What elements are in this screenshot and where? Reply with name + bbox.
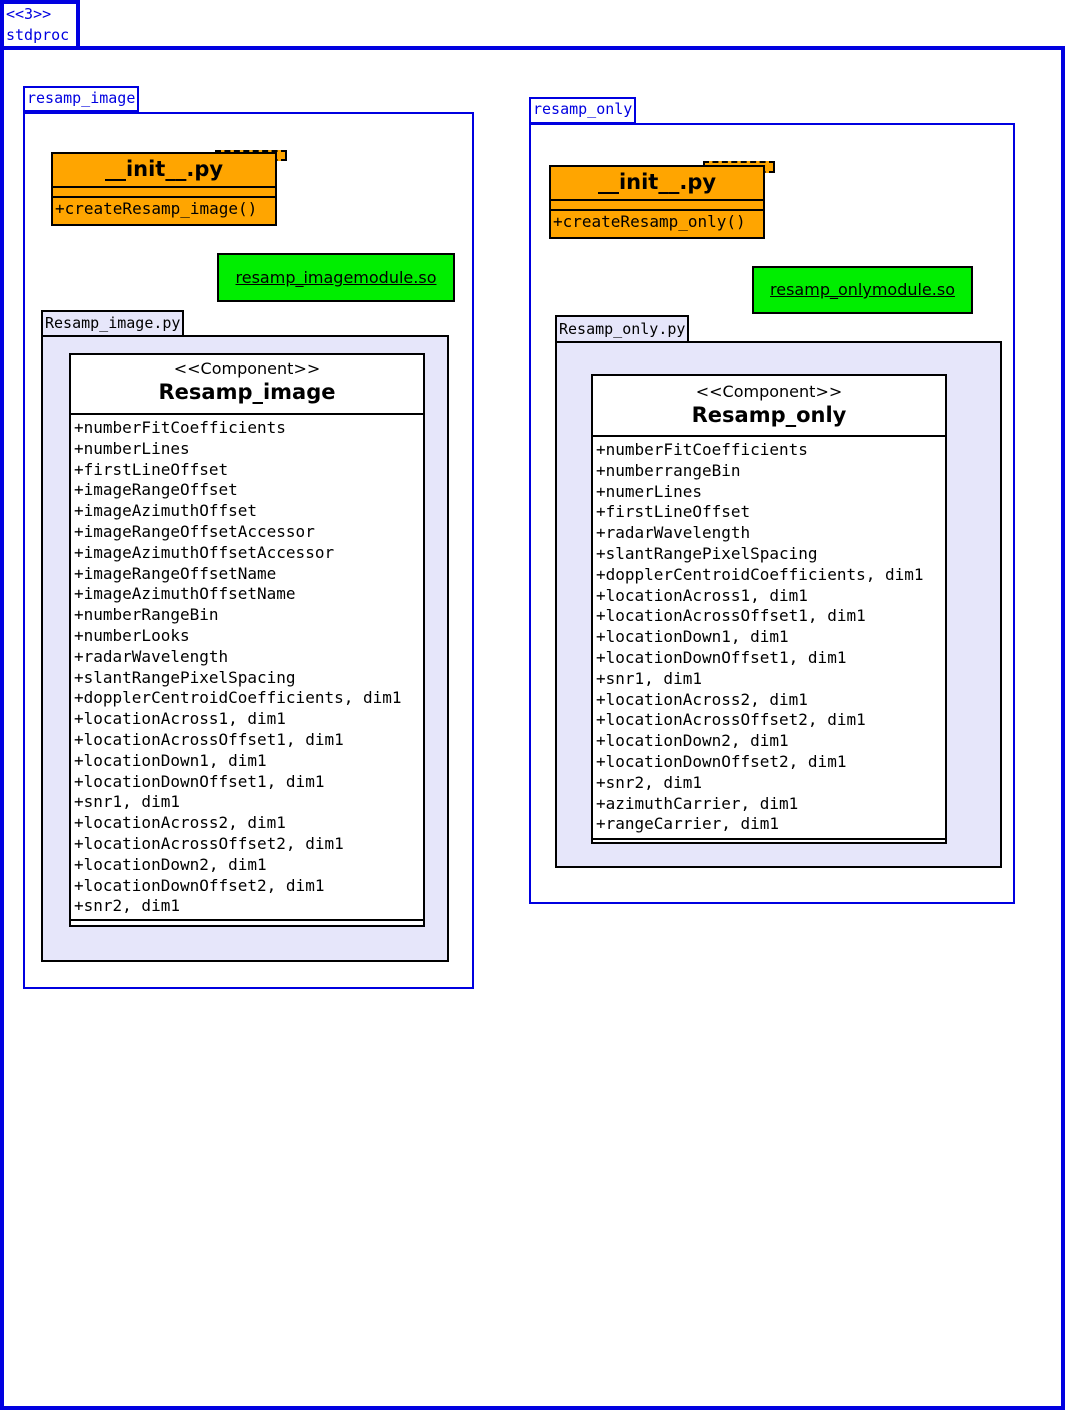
attribute: +locationDown2, dim1 (596, 731, 789, 751)
init-module-operation: +createResamp_image() (55, 199, 258, 218)
init-module-attributes (551, 201, 763, 211)
attribute: +locationAcrossOffset2, dim1 (596, 710, 866, 730)
component-resamp-only: <<Component>> Resamp_only +numberFitCoef… (591, 374, 947, 844)
attribute: +radarWavelength (596, 523, 751, 543)
attribute: +numberRangeBin (74, 605, 219, 625)
attribute: +locationAcross1, dim1 (596, 585, 808, 605)
attribute: +slantRangePixelSpacing (596, 543, 818, 563)
component-operations (71, 919, 423, 930)
component-operations (593, 838, 945, 849)
package-tab-resamp-image: resamp_image (23, 86, 140, 112)
attribute: +firstLineOffset (596, 502, 751, 522)
attribute: +firstLineOffset (74, 459, 229, 479)
attribute: +locationAcrossOffset2, dim1 (74, 833, 344, 853)
attribute: +numberLines (74, 438, 190, 458)
attribute: +locationAcrossOffset1, dim1 (596, 606, 866, 626)
attribute: +imageAzimuthOffsetName (74, 584, 296, 604)
attribute: +numberFitCoefficients (596, 440, 808, 459)
init-module-resamp-only: __init__.py +createResamp_only() (549, 165, 765, 239)
attribute: +rangeCarrier, dim1 (596, 814, 780, 834)
component-stereotype: <<Component>> (695, 382, 843, 401)
attribute: +imageRangeOffsetName (74, 563, 277, 583)
attribute: +numberrangeBin (596, 460, 741, 480)
attribute: +snr1, dim1 (74, 792, 180, 812)
init-module-title: __init__.py (53, 154, 275, 188)
outer-package-name: stdproc (6, 26, 70, 44)
so-library-resamp-only: resamp_onlymodule.so (752, 266, 973, 314)
attribute: +radarWavelength (74, 646, 229, 666)
attribute: +locationDown1, dim1 (74, 750, 267, 770)
outer-package-stereotype: <<3>> (6, 5, 52, 23)
init-module-resamp-image: __init__.py +createResamp_image() (51, 152, 277, 226)
attribute: +snr2, dim1 (74, 896, 180, 916)
attribute: +azimuthCarrier, dim1 (596, 793, 799, 813)
component-name: Resamp_only (691, 403, 847, 427)
attribute: +snr2, dim1 (596, 772, 702, 792)
outer-package-tab: <<3>> stdproc (0, 0, 80, 50)
attribute: +slantRangePixelSpacing (74, 667, 296, 687)
component-attributes: +numberFitCoefficients +numberLines +fir… (71, 415, 423, 919)
attribute: +locationDownOffset2, dim1 (596, 751, 847, 771)
py-file-tab-resamp-image: Resamp_image.py (41, 310, 185, 337)
attribute: +locationDownOffset1, dim1 (74, 771, 325, 791)
init-module-title: __init__.py (551, 167, 763, 201)
component-header: <<Component>> Resamp_only (593, 376, 945, 437)
component-name: Resamp_image (158, 380, 336, 404)
component-attributes: +numberFitCoefficients +numberrangeBin +… (593, 437, 945, 838)
component-header: <<Component>> Resamp_image (71, 355, 423, 415)
attribute: +locationDown1, dim1 (596, 627, 789, 647)
so-library-label: resamp_onlymodule.so (770, 280, 955, 299)
attribute: +locationDown2, dim1 (74, 854, 267, 874)
component-stereotype: <<Component>> (173, 359, 321, 378)
attribute: +imageRangeOffsetAccessor (74, 521, 315, 541)
attribute: +numberLooks (74, 625, 190, 645)
attribute: +snr1, dim1 (596, 668, 702, 688)
attribute: +locationAcross1, dim1 (74, 709, 286, 729)
attribute: +numerLines (596, 481, 702, 501)
attribute: +imageRangeOffset (74, 480, 238, 500)
attribute: +dopplerCentroidCoefficients, dim1 (596, 564, 924, 584)
py-file-tab-resamp-only: Resamp_only.py (555, 315, 690, 343)
package-tab-resamp-only: resamp_only (529, 97, 637, 124)
attribute: +locationAcross2, dim1 (74, 813, 286, 833)
component-resamp-image: <<Component>> Resamp_image +numberFitCoe… (69, 353, 425, 927)
attribute: +numberFitCoefficients (74, 418, 286, 437)
attribute: +imageAzimuthOffsetAccessor (74, 542, 335, 562)
attribute: +locationDownOffset1, dim1 (596, 647, 847, 667)
attribute: +imageAzimuthOffset (74, 501, 258, 521)
so-library-resamp-image: resamp_imagemodule.so (217, 253, 455, 302)
attribute: +locationAcross2, dim1 (596, 689, 808, 709)
attribute: +dopplerCentroidCoefficients, dim1 (74, 688, 402, 708)
init-module-attributes (53, 188, 275, 198)
attribute: +locationAcrossOffset1, dim1 (74, 729, 344, 749)
attribute: +locationDownOffset2, dim1 (74, 875, 325, 895)
so-library-label: resamp_imagemodule.so (235, 268, 437, 287)
init-module-operation: +createResamp_only() (553, 212, 746, 231)
